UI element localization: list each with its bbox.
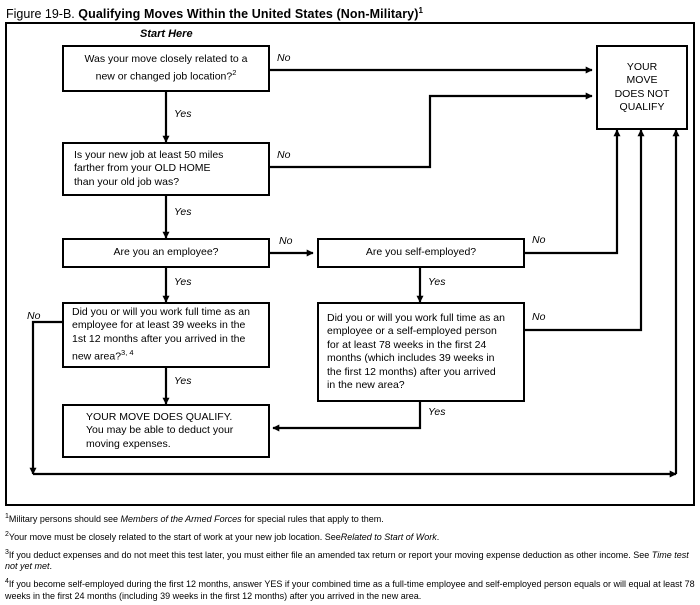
footnote-text: If you become self-employed during the f… [5,578,695,601]
decision-are-you-employee[interactable]: Are you an employee? [62,238,270,268]
edge-label-q3-yes: Yes [174,276,192,288]
footnote-italic: Related to Start of Work [340,531,437,542]
edge-label-q5-no: No [27,310,41,322]
node-line: Is your new job at least 50 miles [74,148,224,161]
decision-seventy-eight-weeks[interactable]: Did you or will you work full time as an… [317,302,525,402]
edge-label-q1-no: No [277,52,291,64]
outcome-move-does-qualify[interactable]: YOUR MOVE DOES QUALIFY. You may be able … [62,404,270,458]
figure-label: Figure 19-B. [6,7,75,22]
node-line: DOES NOT [614,87,670,100]
footnote-text-post: . [436,531,440,542]
footnote-4: 4If you become self-employed during the … [5,576,697,602]
node-footnote-ref: 3, 4 [121,348,134,358]
footnote-text-post: . [49,561,53,572]
node-line: MOVE [626,74,658,86]
start-here-label: Start Here [140,28,193,40]
footnote-text: Military persons should see [8,514,121,524]
node-line: farther from your OLD HOME [74,162,211,175]
decision-thirty-nine-weeks[interactable]: Did you or will you work full time as an… [62,302,270,368]
edge-label-q4-yes: Yes [428,276,446,288]
edge-label-q3-no: No [279,235,293,247]
node-line: new area? [72,350,122,363]
node-line: moving expenses. [86,437,171,450]
edge-label-q2-no: No [277,149,291,161]
edge-label-q4-no: No [532,234,546,246]
footnotes: 1Military persons should see Members of … [5,511,697,605]
decision-fifty-miles[interactable]: Is your new job at least 50 miles farthe… [62,142,270,196]
node-line: Was your move closely related to a [84,52,248,65]
footnote-marker: 4 [5,577,9,585]
node-line: You may be able to deduct your [86,424,234,437]
node-line: months (which includes 39 weeks in [327,352,495,364]
node-line: 1st 12 months after you arrived in the [72,332,246,345]
node-line: QUALIFY [619,101,665,113]
decision-are-you-self-employed[interactable]: Are you self-employed? [317,238,525,268]
node-line: for at least 78 weeks in the first 24 [327,338,487,351]
node-line: Are you an employee? [113,246,219,259]
footnote-text-post: for special rules that apply to them. [241,514,384,524]
node-line: employee or a self-employed person [327,325,497,337]
footnote-2: 2Your move must be closely related to th… [5,529,697,544]
node-line: than your old job was? [74,175,180,188]
footnote-text: If you deduct expenses and do not meet t… [8,549,652,560]
footnote-text: Your move must be closely related to the… [8,531,341,542]
edge-label-q5-yes: Yes [174,375,192,387]
node-line: Did you or will you work full time as an [327,311,505,324]
node-line: employee for at least 39 weeks in the [72,319,246,332]
title-footnote-ref: 1 [418,6,423,15]
edge-label-q2-yes: Yes [174,206,192,218]
edge-label-q6-yes: Yes [428,406,446,418]
footnote-marker: 3 [5,548,9,556]
node-line: the first 12 months) after you arrived [327,365,496,378]
outcome-move-does-not-qualify[interactable]: YOUR MOVE DOES NOT QUALIFY [596,45,688,130]
node-line: Are you self-employed? [365,246,477,259]
footnote-1: 1Military persons should see Members of … [5,511,697,526]
node-line: new or changed job location? [95,70,233,83]
node-line: YOUR [626,60,658,73]
edge-label-q1-yes: Yes [174,108,192,120]
edge-label-q6-no: No [532,311,546,323]
footnote-3: 3If you deduct expenses and do not meet … [5,547,697,573]
node-line: Did you or will you work full time as an [72,305,250,318]
node-footnote-ref: 2 [232,68,237,78]
decision-closely-related[interactable]: Was your move closely related to a new o… [62,45,270,92]
figure-title-row: Figure 19-B. Qualifying Moves Within the… [6,3,423,22]
footnote-italic: Time test not yet met [5,549,689,572]
node-line: in the new area? [327,379,405,391]
page-title: Qualifying Moves Within the United State… [78,7,419,22]
footnote-italic: Members of the Armed Forces [120,514,242,524]
footnote-marker: 2 [5,530,9,538]
footnote-marker: 1 [5,513,9,520]
node-line: YOUR MOVE DOES QUALIFY. [86,410,233,423]
